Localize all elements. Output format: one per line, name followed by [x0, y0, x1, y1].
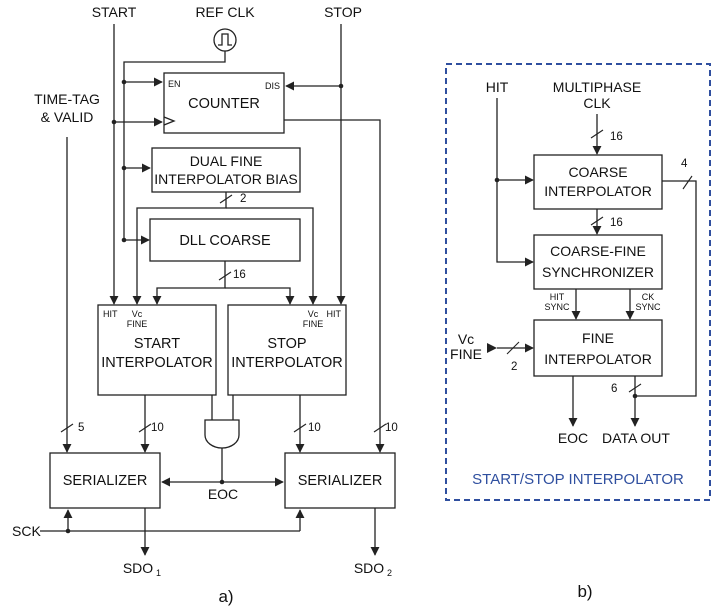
- synchronizer-block: [533, 234, 663, 290]
- start-fine-label: FINE: [127, 319, 148, 329]
- hit-sync-label-2: SYNC: [544, 302, 570, 312]
- serializer-right-block: [284, 452, 396, 509]
- counter-clock-input: [163, 116, 176, 126]
- svg-text:SDO: SDO: [354, 560, 384, 576]
- ref-clk-label: REF CLK: [195, 4, 255, 20]
- stop-hit-label: HIT: [327, 309, 342, 319]
- time-tag-label: TIME-TAG: [34, 91, 100, 107]
- stop-interpolator-block: [227, 304, 347, 396]
- stop-out-bus-width: 10: [308, 422, 321, 434]
- mclk-bus-width: 16: [610, 131, 623, 143]
- coarse-out-bus-width: 16: [610, 217, 623, 229]
- sdo2-label: SDO 2: [354, 560, 392, 578]
- fine-interpolator-block: [533, 319, 663, 377]
- wires-a: [40, 24, 387, 556]
- fine-label-1: FINE: [582, 330, 614, 346]
- vc-bus-width: 2: [511, 361, 517, 373]
- hit-label-b: HIT: [486, 79, 509, 95]
- vc-label-b: Vc: [458, 331, 474, 347]
- svg-text:SDO: SDO: [123, 560, 153, 576]
- serializer-right-label: SERIALIZER: [298, 473, 383, 489]
- stop-fine-label: FINE: [303, 319, 324, 329]
- clk-label: CLK: [583, 95, 611, 111]
- bias-bus-width: 2: [240, 193, 246, 205]
- serializer-left-block: [49, 452, 161, 509]
- wires-b: [487, 98, 697, 427]
- start-interp-label-1: START: [134, 336, 180, 352]
- start-stop-interpolator-title: START/STOP INTERPOLATOR: [472, 471, 684, 488]
- time-tag-bus-width: 5: [78, 422, 84, 434]
- coarse-label-2: INTERPOLATOR: [544, 183, 652, 199]
- figure-b: HIT MULTIPHASE CLK COARSE INTERPOLATOR C…: [445, 63, 711, 601]
- counter-en-label: EN: [168, 79, 181, 89]
- bias-block: [151, 147, 301, 193]
- bias-label-2: INTERPOLATOR BIAS: [154, 171, 297, 187]
- eoc-label-b: EOC: [558, 430, 588, 446]
- coarse-label-1: COARSE: [568, 164, 627, 180]
- dll-label: DLL COARSE: [179, 233, 271, 249]
- sync-label-1: COARSE-FINE: [550, 243, 646, 259]
- stop-interp-label-2: INTERPOLATOR: [231, 355, 342, 371]
- start-interpolator-block: [97, 304, 217, 396]
- caption-a: a): [218, 587, 233, 606]
- svg-text:2: 2: [387, 568, 392, 578]
- start-label: START: [92, 4, 137, 20]
- ck-sync-label-1: CK: [642, 292, 655, 302]
- counter-label: COUNTER: [188, 96, 260, 112]
- bias-label-1: DUAL FINE: [190, 153, 263, 169]
- stop-vc-label: Vc: [308, 309, 319, 319]
- coarse-interpolator-block: [533, 154, 663, 210]
- multiphase-label: MULTIPHASE: [553, 79, 641, 95]
- and-gate-icon: [204, 419, 240, 449]
- coarse-side-bus-width: 4: [681, 158, 688, 170]
- hit-sync-label-1: HIT: [550, 292, 565, 302]
- sync-label-2: SYNCHRONIZER: [542, 264, 654, 280]
- serializer-left-label: SERIALIZER: [63, 473, 148, 489]
- start-interp-label-2: INTERPOLATOR: [101, 355, 212, 371]
- dll-bus-width: 16: [233, 269, 246, 281]
- interpolator-frame: [445, 63, 711, 501]
- counter-block: [163, 72, 285, 134]
- counter-out-bus-width: 10: [385, 422, 398, 434]
- eoc-label: EOC: [208, 486, 238, 502]
- svg-text:1: 1: [156, 568, 161, 578]
- start-hit-label: HIT: [103, 309, 118, 319]
- ck-sync-label-2: SYNC: [635, 302, 661, 312]
- start-out-bus-width: 10: [151, 422, 164, 434]
- figure-a: START REF CLK STOP TIME-TAG & VALID EN D…: [12, 4, 398, 606]
- fine-out-bus-width: 6: [611, 383, 617, 395]
- valid-label: & VALID: [41, 109, 94, 125]
- stop-interp-label-1: STOP: [267, 336, 306, 352]
- vc-fine-label-b: FINE: [450, 346, 482, 362]
- sdo1-label: SDO 1: [123, 560, 161, 578]
- sck-label: SCK: [12, 523, 41, 539]
- caption-b: b): [577, 582, 592, 601]
- stop-label: STOP: [324, 4, 362, 20]
- clock-source-icon: [213, 28, 237, 52]
- data-out-label: DATA OUT: [602, 430, 670, 446]
- fine-label-2: INTERPOLATOR: [544, 351, 652, 367]
- start-vc-label: Vc: [132, 309, 143, 319]
- counter-dis-label: DIS: [265, 81, 280, 91]
